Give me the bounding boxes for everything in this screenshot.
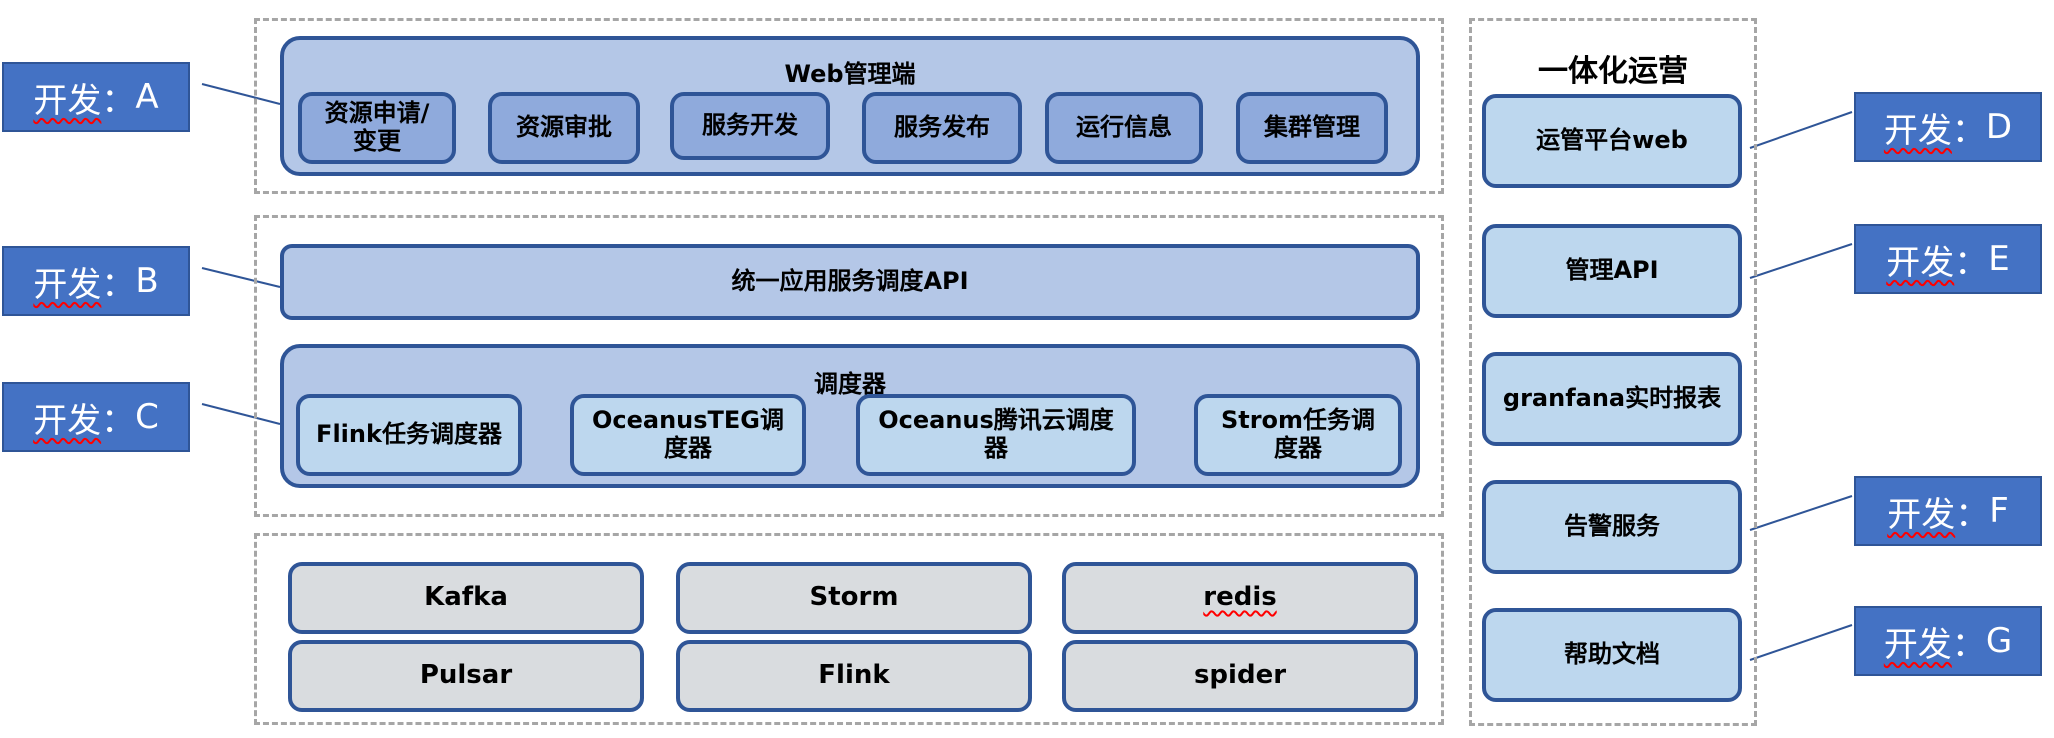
web-item-label: 运行信息	[1076, 113, 1172, 142]
scheduler-label: Flink任务调度器	[316, 420, 502, 449]
infra-flink[interactable]: Flink	[676, 640, 1032, 712]
ops-item-label: 管理API	[1565, 256, 1659, 285]
web-management-title: Web管理端	[784, 60, 916, 88]
connector-b	[201, 267, 281, 288]
scheduler-flink[interactable]: Flink任务调度器	[296, 394, 522, 476]
web-item-resource-approval[interactable]: 资源审批	[488, 92, 640, 164]
ops-title: 一体化运营	[1538, 54, 1688, 89]
callout-letter: E	[1988, 239, 2010, 279]
infra-layer-group	[254, 533, 1444, 725]
web-layer-group	[254, 18, 1444, 194]
callout-dev-d: 开发：D	[1854, 92, 2042, 162]
infra-pulsar[interactable]: Pulsar	[288, 640, 644, 712]
web-item-cluster-mgmt[interactable]: 集群管理	[1236, 92, 1388, 164]
infra-spider[interactable]: spider	[1062, 640, 1418, 712]
infra-label: Pulsar	[419, 660, 513, 691]
callout-letter: B	[135, 261, 159, 301]
ops-item-alert-service[interactable]: 告警服务	[1482, 480, 1742, 574]
ops-column-group	[1469, 18, 1757, 726]
web-item-label: 服务发布	[894, 113, 990, 142]
scheduler-label: OceanusTEG调 度器	[591, 406, 785, 462]
connector-c	[201, 403, 281, 425]
callout-sep: ：	[1951, 624, 1986, 665]
callout-letter: D	[1985, 107, 2013, 147]
infra-redis[interactable]: redis	[1062, 562, 1418, 634]
callout-letter: A	[135, 77, 159, 117]
infra-storm[interactable]: Storm	[676, 562, 1032, 634]
scheduler-oceanus-tencent-cloud[interactable]: Oceanus腾讯云调度 器	[856, 394, 1136, 476]
callout-sep: ：	[1951, 110, 1986, 151]
callout-letter: G	[1985, 621, 2013, 661]
callout-text: 开发	[1883, 624, 1952, 665]
callout-letter: C	[135, 397, 159, 437]
callout-sep: ：	[101, 400, 136, 441]
callout-text: 开发	[1883, 110, 1952, 151]
infra-label: Kafka	[424, 582, 508, 613]
web-item-runtime-info[interactable]: 运行信息	[1045, 92, 1203, 164]
callout-dev-b: 开发：B	[2, 246, 190, 316]
callout-sep: ：	[1954, 242, 1989, 283]
ops-item-label: 帮助文档	[1564, 640, 1660, 669]
callout-sep: ：	[1955, 494, 1990, 535]
web-item-label: 资源审批	[516, 113, 612, 142]
callout-dev-f: 开发：F	[1854, 476, 2042, 546]
callout-dev-a: 开发：A	[2, 62, 190, 132]
web-item-service-dev[interactable]: 服务开发	[670, 92, 830, 160]
infra-label: Storm	[809, 582, 899, 613]
scheduler-title: 调度器	[814, 370, 886, 398]
web-item-label: 服务开发	[702, 111, 798, 140]
callout-text: 开发	[33, 80, 102, 121]
scheduling-layer-group	[254, 215, 1444, 517]
infra-label: Flink	[818, 660, 890, 691]
infra-label: redis	[1203, 582, 1277, 613]
web-item-resource-request[interactable]: 资源申请/ 变更	[298, 92, 456, 164]
connector-d	[1749, 111, 1853, 149]
unified-api-bar[interactable]: 统一应用服务调度API	[280, 244, 1420, 320]
scheduler-oceanus-teg[interactable]: OceanusTEG调 度器	[570, 394, 806, 476]
connector-e	[1749, 243, 1853, 279]
callout-sep: ：	[101, 80, 136, 121]
infra-kafka[interactable]: Kafka	[288, 562, 644, 634]
ops-item-grafana-report[interactable]: granfana实时报表	[1482, 352, 1742, 446]
ops-item-management-api[interactable]: 管理API	[1482, 224, 1742, 318]
ops-item-label: granfana实时报表	[1502, 384, 1722, 413]
callout-dev-c: 开发：C	[2, 382, 190, 452]
ops-item-label: 运管平台web	[1536, 126, 1688, 155]
scheduler-label: Strom任务调 度器	[1220, 406, 1376, 462]
ops-item-help-docs[interactable]: 帮助文档	[1482, 608, 1742, 702]
web-item-label: 集群管理	[1264, 113, 1360, 142]
ops-item-label: 告警服务	[1564, 512, 1660, 541]
web-management-panel: Web管理端	[280, 36, 1420, 176]
callout-text: 开发	[33, 400, 102, 441]
callout-dev-e: 开发：E	[1854, 224, 2042, 294]
web-item-service-release[interactable]: 服务发布	[862, 92, 1022, 164]
callout-text: 开发	[1886, 242, 1955, 283]
callout-text: 开发	[1887, 494, 1956, 535]
callout-letter: F	[1989, 491, 2009, 531]
scheduler-label: Oceanus腾讯云调度 器	[878, 406, 1114, 462]
connector-f	[1749, 495, 1853, 531]
callout-dev-g: 开发：G	[1854, 606, 2042, 676]
ops-item-platform-web[interactable]: 运管平台web	[1482, 94, 1742, 188]
connector-a	[201, 83, 281, 105]
web-item-label: 资源申请/ 变更	[324, 99, 430, 155]
unified-api-label: 统一应用服务调度API	[731, 267, 969, 296]
callout-text: 开发	[33, 264, 102, 305]
connector-g	[1749, 624, 1853, 661]
callout-sep: ：	[101, 264, 136, 305]
scheduler-storm[interactable]: Strom任务调 度器	[1194, 394, 1402, 476]
infra-label: spider	[1193, 660, 1287, 691]
